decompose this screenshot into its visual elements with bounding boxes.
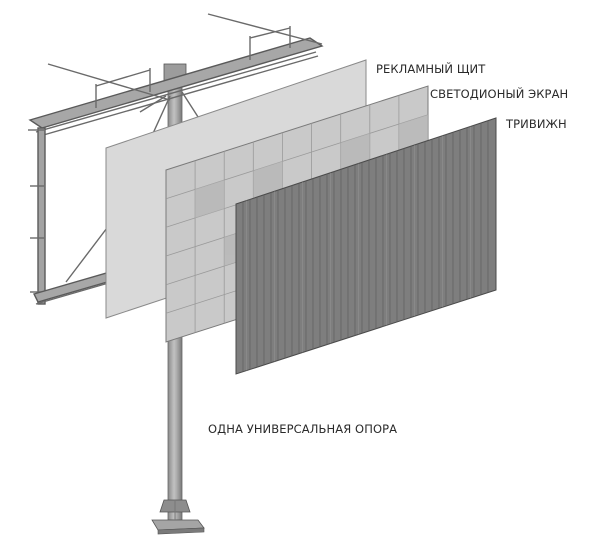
pole-base (151, 499, 205, 535)
pole-label: ОДНА УНИВЕРСАЛЬНАЯ ОПОРА (208, 422, 398, 436)
trivision-slats (242, 120, 489, 372)
trivision-label: ТРИВИЖН (506, 117, 567, 131)
trivision-highlights (246, 126, 471, 371)
led-screen-label: СВЕТОДИОНЫЙ ЭКРАН (430, 87, 569, 101)
billboard-label: РЕКЛАМНЫЙ ЩИТ (376, 62, 486, 76)
trivision-panel (235, 117, 497, 375)
